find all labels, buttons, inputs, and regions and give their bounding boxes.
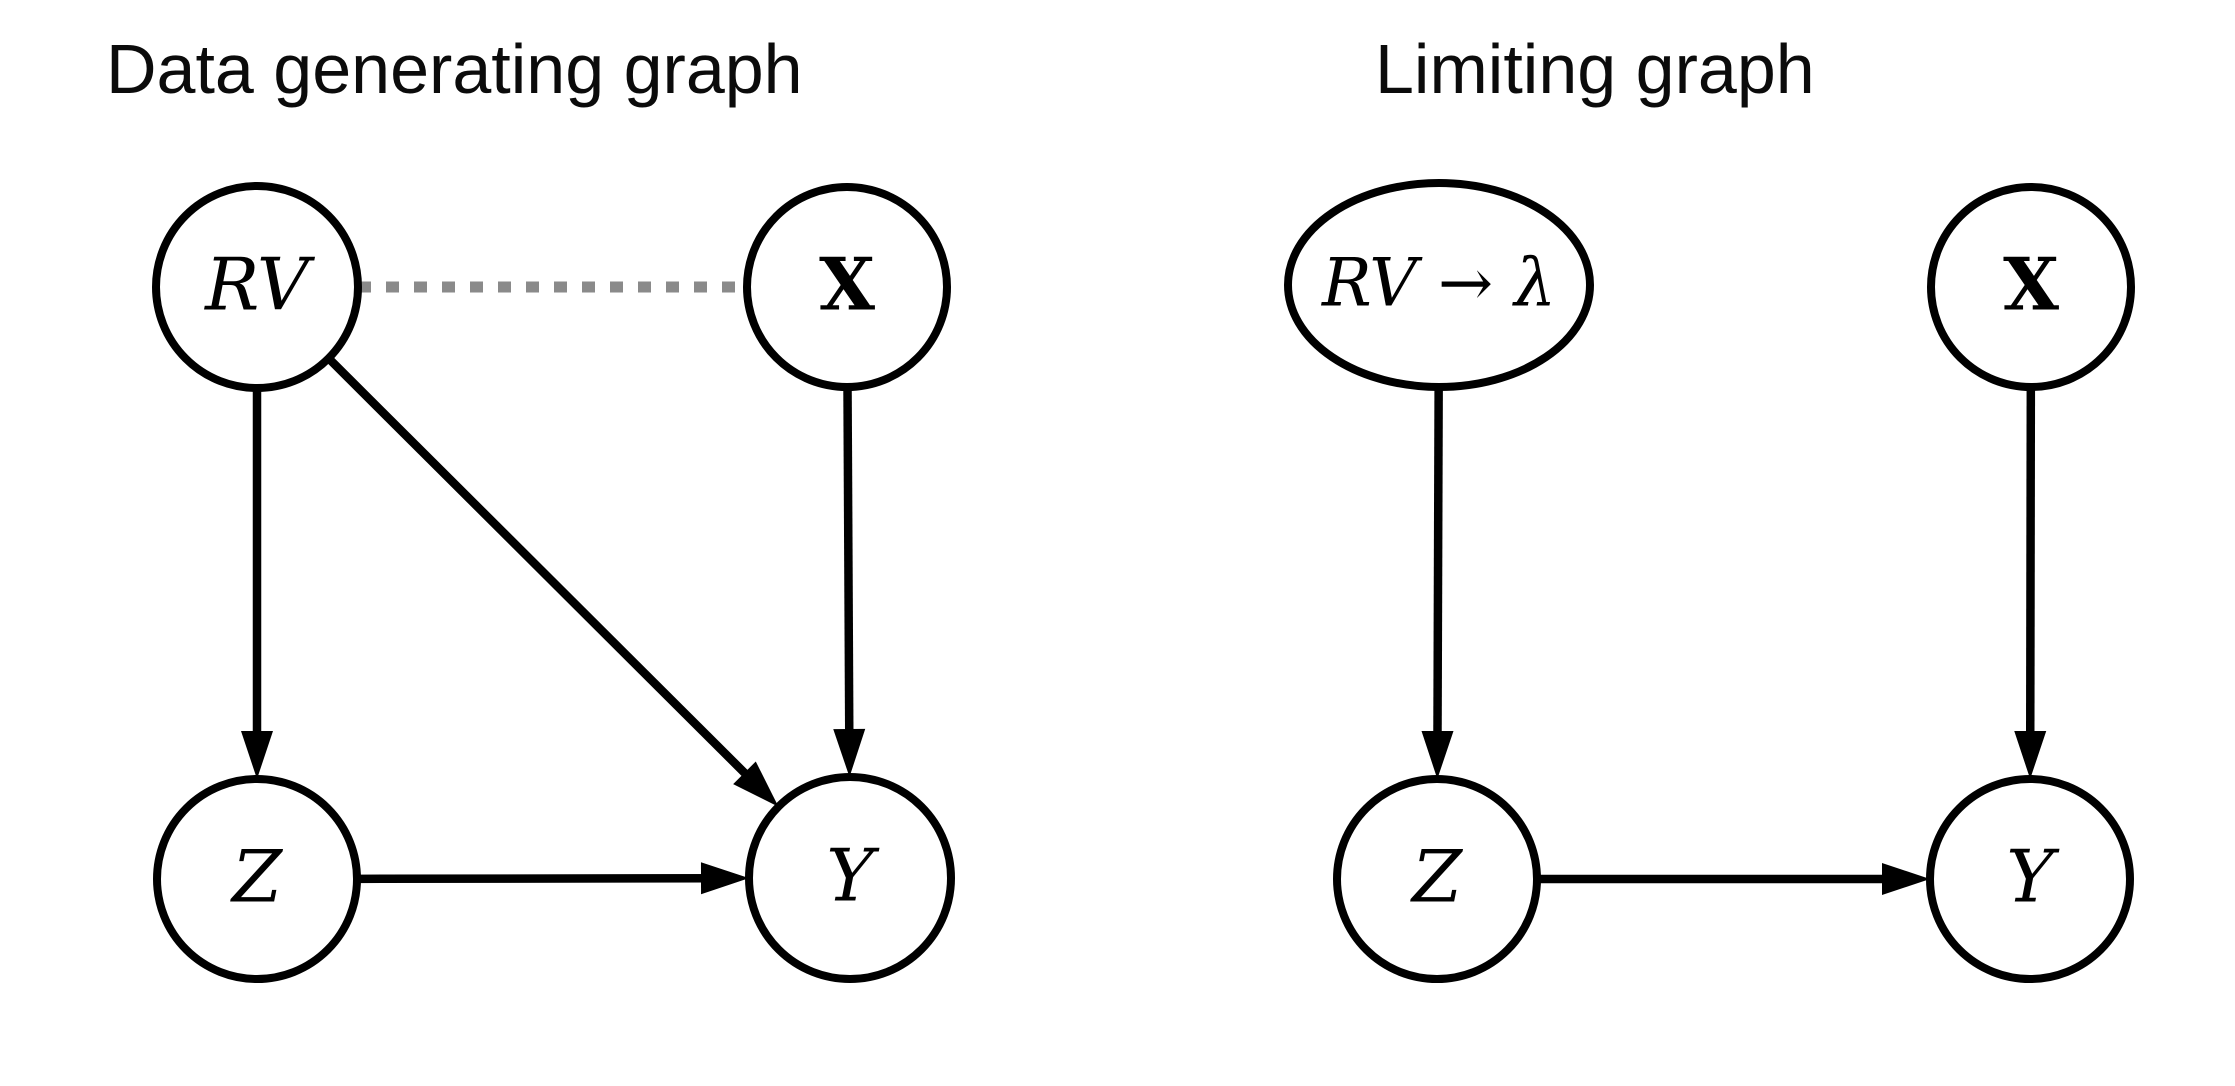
node-X-label: X bbox=[819, 241, 875, 326]
edge-Z-Y-arrowhead-icon bbox=[700, 862, 750, 895]
data-generating-graph: RV X Z Y bbox=[152, 182, 955, 983]
node-Y-label: Y bbox=[2006, 834, 2060, 918]
node-Z-shape bbox=[1333, 775, 1541, 983]
node-X-label: X bbox=[2003, 241, 2059, 326]
node-Z-label: Z bbox=[230, 834, 284, 918]
edge-RV-lambda-Z-line bbox=[1433, 386, 1443, 746]
edge-RV-Y-line bbox=[325, 355, 758, 786]
node-Y-shape bbox=[1926, 775, 2134, 983]
node-RV-lambda-label: RV → λ bbox=[1321, 244, 1556, 321]
diagram-title-data-generating-graph: Data generating graph bbox=[106, 30, 803, 108]
node-Z-shape bbox=[153, 775, 361, 983]
edge-X-Y-arrowhead-icon bbox=[833, 728, 866, 778]
edge-RV-Z-arrowhead-icon bbox=[241, 731, 273, 779]
node-Y-label: Y bbox=[826, 833, 880, 917]
node-X-shape bbox=[1927, 183, 2135, 391]
edge-X-Y-arrowhead-icon bbox=[2014, 730, 2047, 780]
node-X-shape bbox=[743, 183, 951, 391]
limiting-graph: RV → λ X Z Y bbox=[1284, 179, 2135, 983]
edge-Z-Y-line bbox=[356, 873, 716, 884]
diagram-title-limiting-graph: Limiting graph bbox=[1375, 30, 1815, 108]
node-RV-shape bbox=[152, 182, 362, 392]
node-Y-shape bbox=[745, 773, 955, 983]
edge-RV-Y-arrowhead-icon bbox=[733, 761, 779, 807]
edge-X-Y-line bbox=[2025, 386, 2036, 746]
node-RV-lambda-shape bbox=[1284, 179, 1594, 391]
node-RV-label: RV bbox=[203, 242, 316, 326]
edge-X-Y-line bbox=[843, 386, 854, 744]
node-Z-label: Z bbox=[1410, 834, 1464, 918]
edge-RV-lambda-Z-arrowhead-icon bbox=[1421, 730, 1454, 780]
edge-Z-Y-arrowhead-icon bbox=[1882, 863, 1930, 895]
